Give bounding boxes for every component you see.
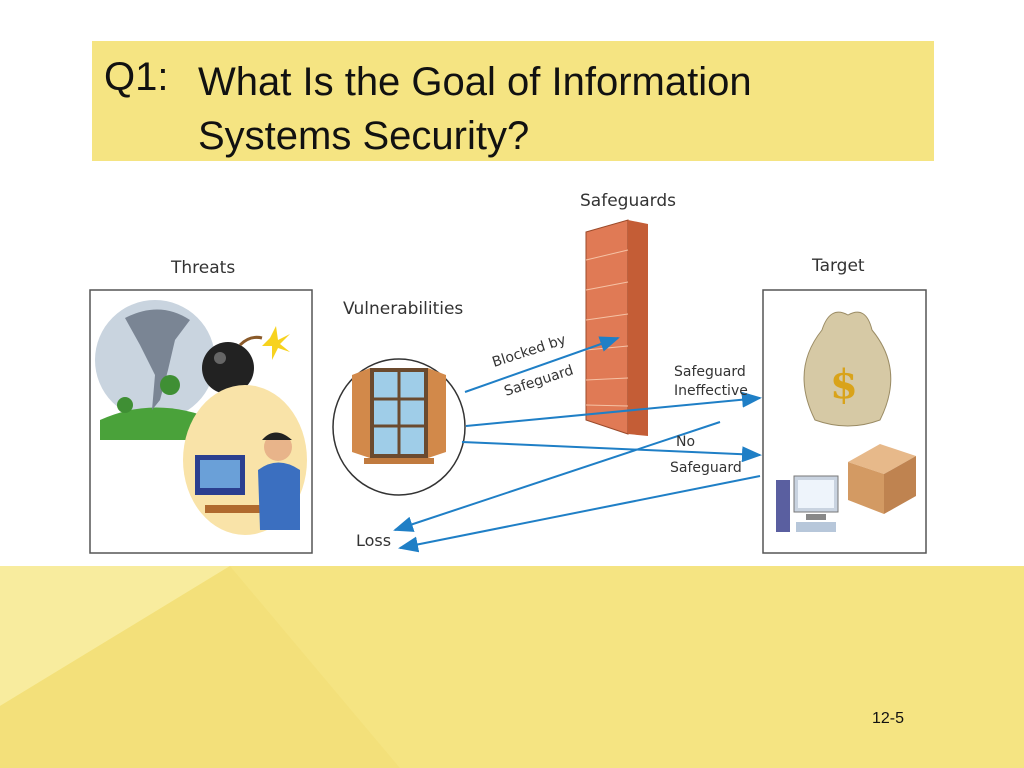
vulnerability-window [332, 358, 466, 496]
ineffective-label-line1: Safeguard [674, 364, 746, 380]
computer-icon [776, 475, 839, 532]
svg-text:$: $ [830, 361, 858, 408]
ineffective-label-line2: Ineffective [674, 383, 748, 399]
bomb-icon [202, 326, 290, 394]
safeguards-label: Safeguards [580, 191, 676, 211]
page-number: 12-5 [871, 710, 904, 727]
loss-label: Loss [356, 531, 391, 550]
vulnerabilities-label: Vulnerabilities [343, 299, 463, 319]
blocked-label-line2: Safeguard [502, 362, 575, 399]
arrow-blocked [464, 336, 620, 393]
title-number: Q1: [104, 55, 169, 99]
no-safeguard-label-line1: No [676, 434, 695, 450]
threats-label: Threats [170, 258, 235, 278]
no-safeguard-label-line2: Safeguard [670, 460, 742, 476]
blocked-label-line1: Blocked by [490, 332, 568, 371]
brick-wall-icon [585, 219, 648, 436]
arrow-loss-lower [398, 475, 761, 553]
threats-panel [89, 289, 313, 554]
target-panel: $ [762, 289, 927, 554]
title-box: Q1: What Is the Goal of Information Syst… [92, 41, 934, 161]
hacker-icon [183, 385, 307, 535]
footer-decoration [0, 566, 1024, 768]
slide-title: What Is the Goal of Information Systems … [198, 60, 752, 158]
box-icon [848, 444, 916, 514]
target-label: Target [811, 256, 865, 276]
arrow-no-safeguard [461, 441, 762, 463]
arrow-loss-upper [393, 421, 721, 532]
tornado-icon [95, 300, 215, 440]
arrow-ineffective [465, 391, 762, 427]
arrows [393, 336, 762, 553]
money-bag-icon: $ [803, 311, 892, 427]
footer-band: 12-5 [0, 566, 1024, 768]
